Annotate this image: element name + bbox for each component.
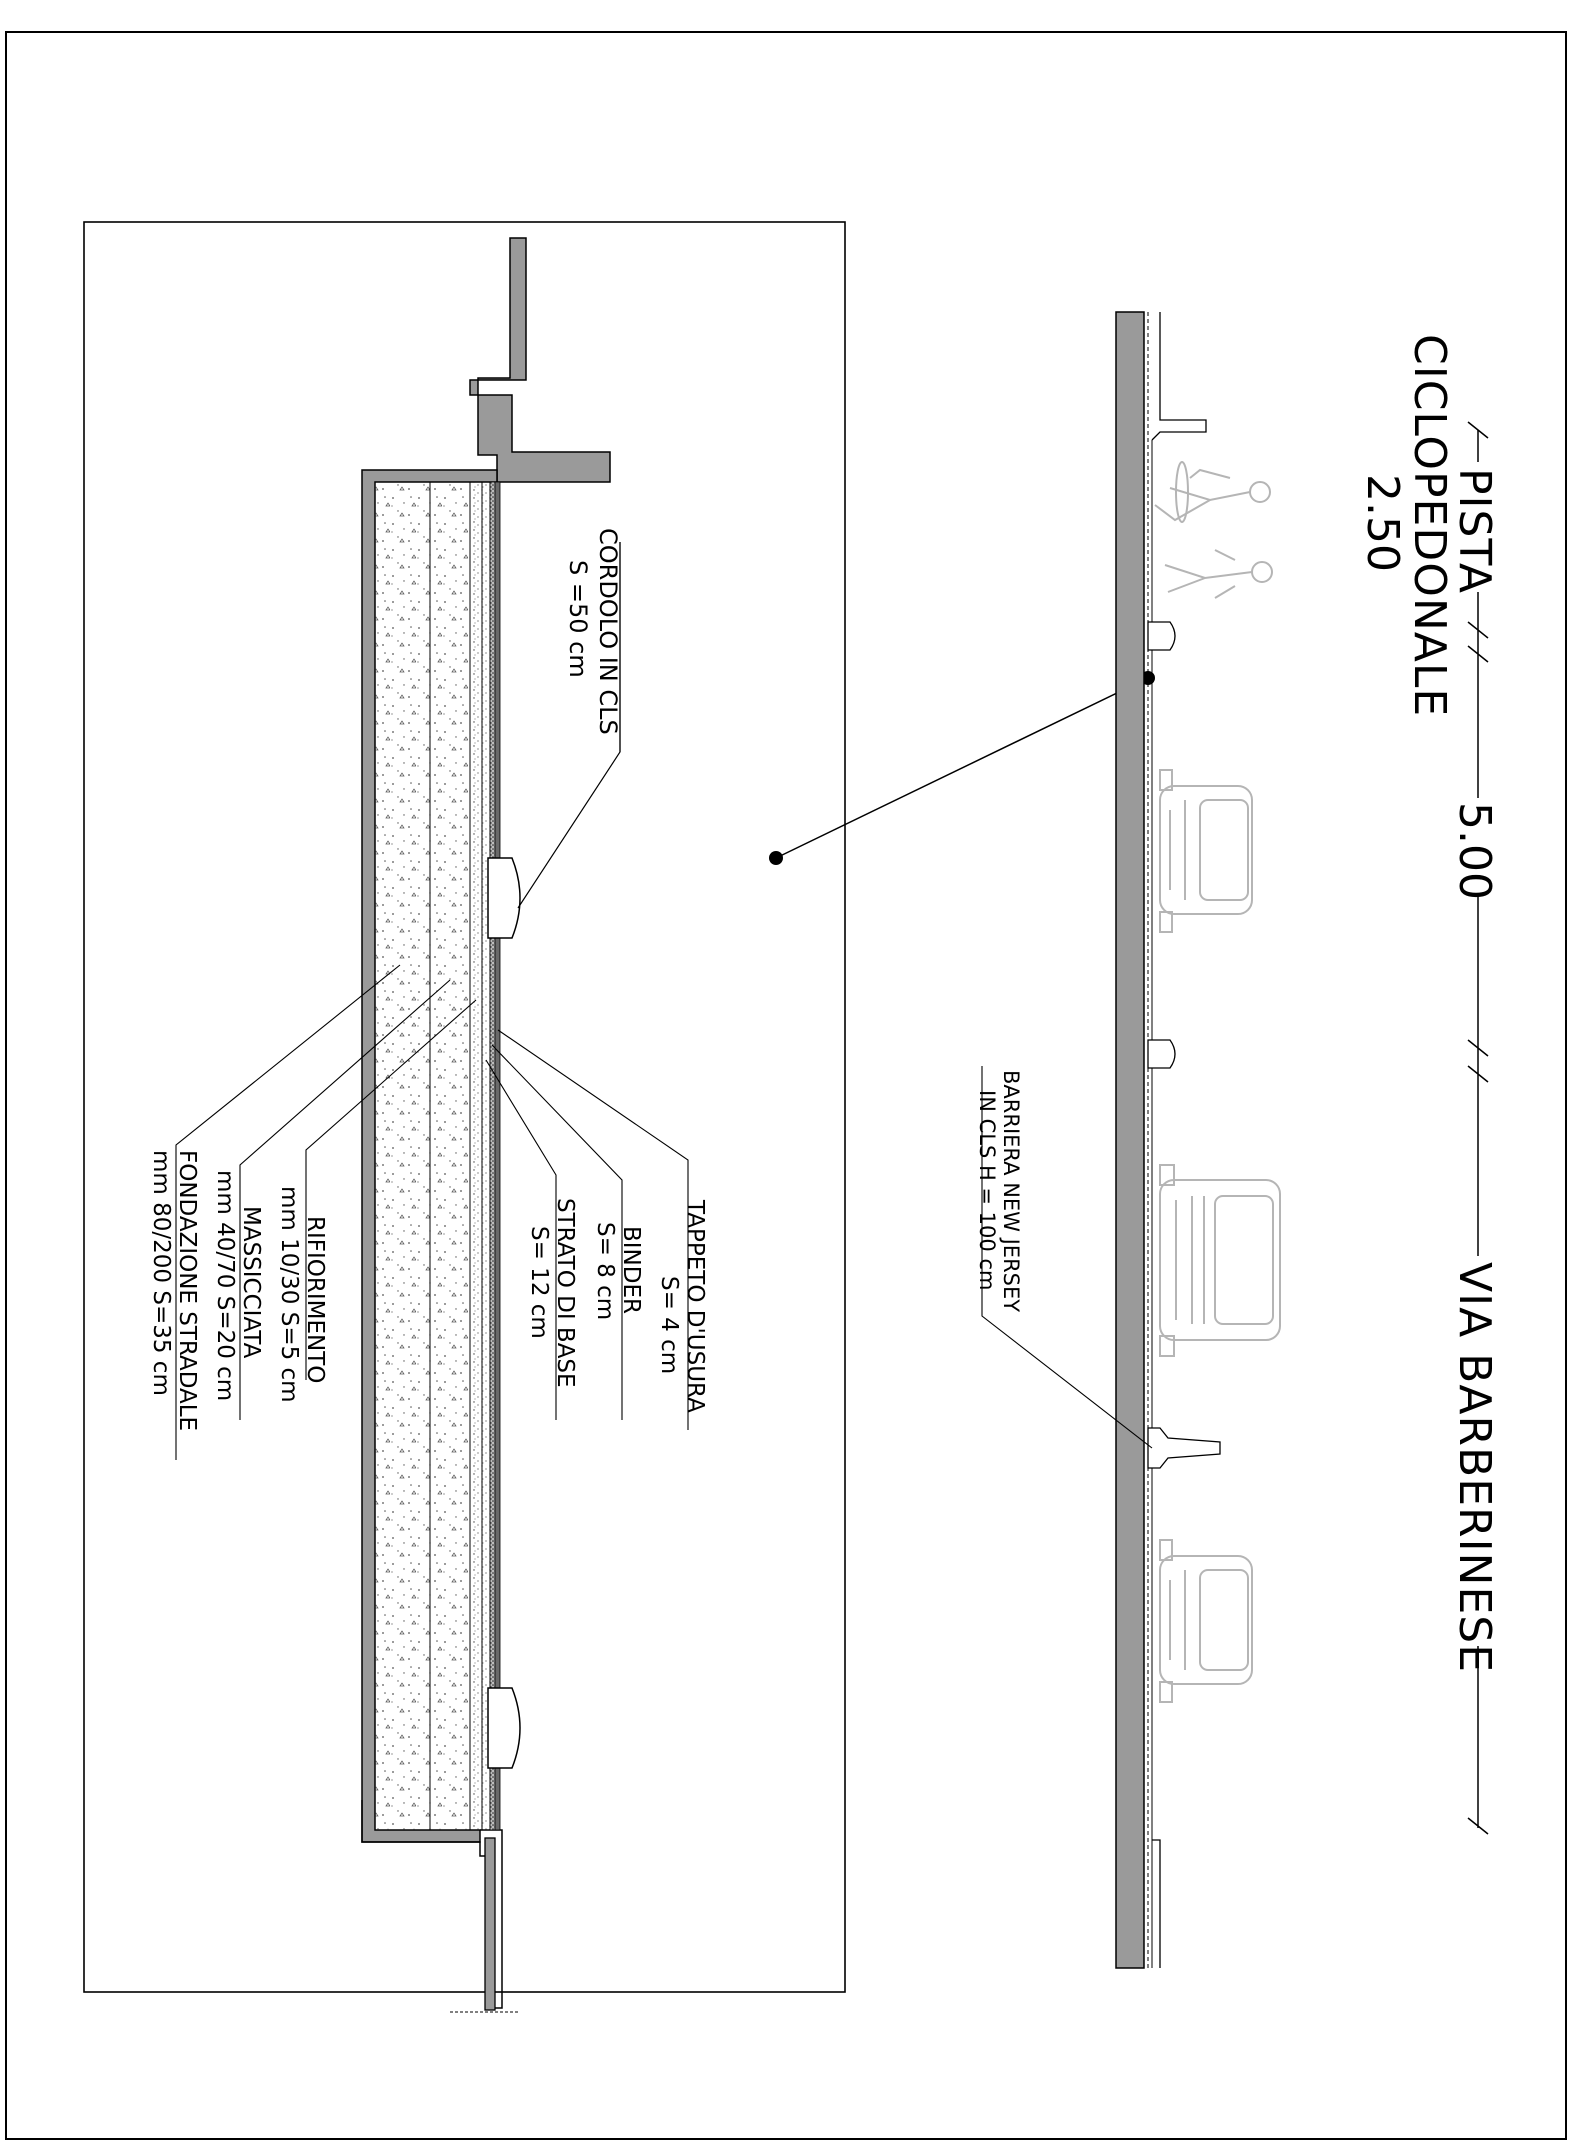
title-road: VIA BARBERINESE (1449, 1262, 1500, 1673)
layer-label-massicciata: MASSICCIATA (238, 1206, 264, 1359)
layer-label-rifiorimento: RIFIORIMENTO (302, 1216, 328, 1383)
title-bike-2: CICLOPEDONALE (1404, 334, 1455, 717)
dim-lane: 5.00 (1449, 802, 1500, 900)
cyclist-icon (1154, 461, 1271, 523)
layer-spec-massicciata: mm 40/70 S=20 cm (212, 1170, 238, 1401)
detail-frame (83, 221, 846, 1993)
layer-spec-tappeto: S= 4 cm (656, 1276, 682, 1374)
layer-spec-rifiorimento: mm 10/30 S=5 cm (276, 1186, 302, 1403)
car-icon-2 (1159, 1539, 1253, 1703)
road-curb-2 (1147, 1039, 1176, 1069)
layer-massicciata (429, 481, 471, 1831)
road-cross-section: BARRIERA NEW JERSEY IN CLS H = 100 cm PI… (975, 311, 1500, 1969)
new-jersey-barrier (1147, 1427, 1221, 1469)
callout-dot-detail (769, 851, 783, 865)
layer-base (481, 481, 491, 1831)
layer-rifiorimento (469, 481, 483, 1831)
layer-label-fondazione: FONDAZIONE STRADALE (174, 1150, 200, 1431)
truck-icon (1159, 1164, 1281, 1357)
curb-lower (487, 1687, 521, 1769)
barrier-label-2: IN CLS H = 100 cm (975, 1090, 999, 1290)
detail-callout-line (775, 677, 1149, 859)
curb-label-2: S =50 cm (564, 560, 592, 678)
barrier-label-1: BARRIERA NEW JERSEY (999, 1070, 1023, 1312)
title-bike: PISTA (1449, 468, 1500, 594)
car-icon-1 (1159, 769, 1253, 933)
layer-binder (489, 481, 496, 1831)
dimension-ticks (1467, 421, 1489, 1835)
road-curb-1 (1147, 621, 1176, 651)
pedestrian-icon (1164, 549, 1273, 599)
pavement-detail: CORDOLO IN CLS S =50 cm TAPPETO D'USURA … (83, 221, 846, 2013)
layer-foundation (374, 481, 431, 1831)
layer-label-tappeto: TAPPETO D'USURA (682, 1199, 708, 1413)
curb-upper (487, 857, 521, 939)
layer-spec-base: S= 12 cm (526, 1226, 552, 1339)
sheet-frame (5, 31, 1567, 2140)
curb-wall-top (469, 237, 611, 483)
layer-wearing (494, 481, 501, 1831)
curb-label-1: CORDOLO IN CLS (594, 528, 622, 735)
layer-label-base: STRATO DI BASE (552, 1198, 578, 1388)
bottom-wall (484, 1837, 496, 2011)
layer-spec-binder: S= 8 cm (592, 1222, 618, 1320)
dim-bike: 2.50 (1357, 474, 1408, 572)
layer-label-binder: BINDER (618, 1226, 644, 1314)
road-slab (1115, 311, 1145, 1969)
layer-spec-fondazione: mm 80/200 S=35 cm (148, 1150, 174, 1396)
